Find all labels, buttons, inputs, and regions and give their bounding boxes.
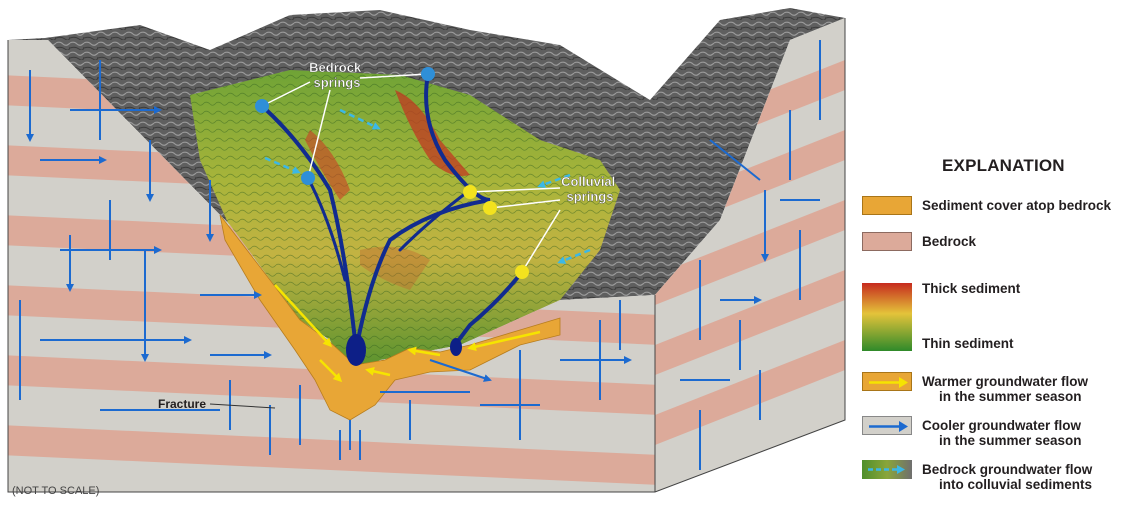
legend-label: Thin sediment <box>922 336 1014 351</box>
cool-flow-arrows-side <box>680 40 821 470</box>
legend-item-sediment: Sediment cover atop bedrock <box>862 194 1127 218</box>
legend-label: Cooler groundwater flow in the summer se… <box>922 418 1082 448</box>
cool-flow-swatch <box>862 416 912 435</box>
fracture-label: Fracture <box>158 397 206 411</box>
bedrock-springs-leaders <box>261 73 429 179</box>
colluvial-spring-dot <box>463 185 477 199</box>
legend-label: Thick sediment <box>922 281 1021 296</box>
bedrock-flow-arrows <box>264 108 591 264</box>
dashed-arrow-icon <box>868 465 905 474</box>
colluvial-springs-label: Colluvial springs <box>561 174 619 204</box>
block-diagram: Bedrock springs Colluvial springs Fractu… <box>7 8 846 497</box>
cool-flow-arrows <box>19 60 632 460</box>
bedrock-flow-swatch <box>862 460 912 479</box>
fracture-leader <box>209 403 276 409</box>
sediment-thickness-swatch <box>862 283 912 351</box>
legend-label: Bedrock <box>922 234 977 249</box>
bedrock-spring-dot <box>255 99 269 113</box>
legend-item-warm-flow: Warmer groundwater flow in the summer se… <box>862 372 1127 408</box>
stream-pool-main <box>346 334 366 366</box>
legend-title: EXPLANATION <box>942 156 1065 175</box>
legend-label: Sediment cover atop bedrock <box>922 198 1112 213</box>
legend-item-bedrock-flow: Bedrock groundwater flow into colluvial … <box>862 460 1127 496</box>
legend-item-bedrock: Bedrock <box>862 230 1127 254</box>
legend-item-cool-flow: Cooler groundwater flow in the summer se… <box>862 416 1127 452</box>
sediment-swatch <box>862 196 912 215</box>
arrow-right-icon <box>869 421 908 432</box>
colluvial-spring-dot <box>483 201 497 215</box>
streams <box>260 72 524 347</box>
bedrock-spring-dot <box>301 171 315 185</box>
not-to-scale-label: (NOT TO SCALE) <box>12 485 99 497</box>
colluvial-spring-dot <box>515 265 529 279</box>
bedrock-swatch <box>862 232 912 251</box>
legend: EXPLANATION Sediment cover atop bedrock … <box>862 150 1127 508</box>
stream-pool-secondary <box>450 338 462 356</box>
colluvial-springs-leaders <box>469 187 561 273</box>
warm-flow-swatch <box>862 372 912 391</box>
arrow-right-icon <box>869 377 908 388</box>
bedrock-spring-dot <box>421 67 435 81</box>
legend-label: Warmer groundwater flow in the summer se… <box>922 374 1089 404</box>
bedrock-springs-label: Bedrock springs <box>309 60 365 90</box>
warm-flow-arrows <box>274 284 541 383</box>
legend-item-sediment-thickness: Thick sediment Thin sediment <box>862 281 1127 351</box>
legend-label: Bedrock groundwater flow into colluvial … <box>922 462 1093 492</box>
